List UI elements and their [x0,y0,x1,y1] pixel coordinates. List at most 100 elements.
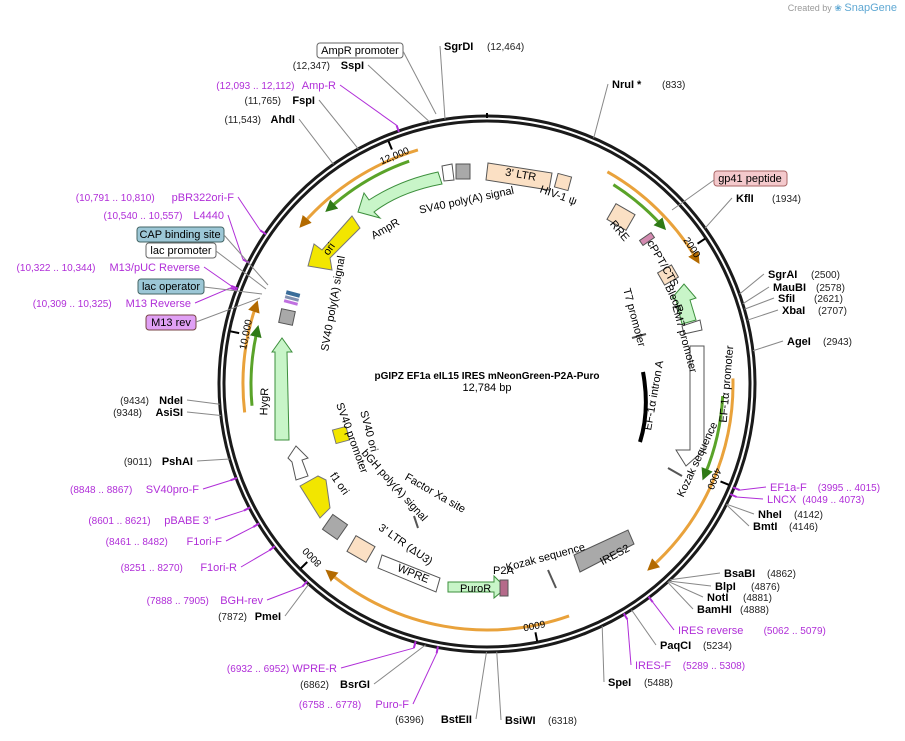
bgh-polya-shape [321,513,349,541]
site-ndei[interactable]: NdeI(9434) [120,395,220,407]
ef1a-intron-shape [638,371,648,443]
primer-f1ori-r[interactable]: F1ori-R(8251 .. 8270) [121,545,276,574]
primer-range: (6932 .. 6952) [227,664,289,675]
site-position: (12,347) [293,61,330,72]
sv40-polya-left-label: SV40 poly(A) signal [319,255,348,352]
site-position: (6396) [395,715,424,726]
site-nhei[interactable]: NheI(4142) [726,503,823,521]
primer-m13-puc-reverse[interactable]: M13/pUC Reverse(10,322 .. 10,344) [17,262,239,290]
site-maubi[interactable]: MauBI(2578) [742,282,845,305]
primer-leader [340,647,414,669]
primer-name: LNCX [767,494,797,506]
site-sspi[interactable]: SspI(12,347) [293,60,431,123]
site-leader [475,651,487,720]
site-name: PshAI [162,456,193,468]
primer-m13-reverse[interactable]: M13 Reverse(10,309 .. 10,325) [33,286,238,310]
primer-leader [626,619,632,666]
ampr-promoter-label: AmpR promoter [321,45,399,57]
site-bsrgi[interactable]: BsrGI(6862) [300,644,426,691]
site-leader [284,583,310,617]
puror-label: PuroR [460,583,491,595]
primer-range: (10,322 .. 10,344) [17,263,96,274]
primer-leader [652,601,675,631]
site-position: (11,765) [244,96,281,107]
site-nrui[interactable]: NruI *(833) [593,79,686,139]
primer-ires-reverse[interactable]: IRES reverse(5062 .. 5079) [647,595,826,637]
lac-operator-label-box[interactable]: lac operator [137,278,205,295]
site-position: (5234) [703,641,732,652]
site-pmei[interactable]: PmeI(7872) [218,583,310,623]
primer-wpre-r[interactable]: WPRE-R(6932 .. 6952) [227,641,417,675]
primer-lncx[interactable]: LNCX(4049 .. 4073) [729,493,864,506]
primer-ires-f[interactable]: IRES-F(5289 .. 5308) [622,612,745,672]
p2a-label: P2A [493,565,514,577]
site-leader [726,503,755,515]
site-fspi[interactable]: FspI(11,765) [244,95,359,150]
site-bsabi[interactable]: BsaBI(4862) [669,568,796,581]
site-noti[interactable]: NotI(4881) [668,580,772,604]
site-sgrdi[interactable]: SgrDI(12,464) [439,41,524,120]
f1-ori-arrow [299,475,331,519]
ltr-3-shape [485,162,553,191]
primer-range: (10,309 .. 10,325) [33,299,112,310]
lac-promoter-label-box[interactable]: lac promoter [145,242,217,259]
site-kfli[interactable]: KflI(1934) [704,193,801,229]
site-ahdi[interactable]: AhdI(11,543) [224,114,334,165]
site-bamhi[interactable]: BamHI(4888) [667,581,769,616]
credit-prefix: Created by [787,3,832,13]
site-name: BlpI [715,581,736,593]
site-blpi[interactable]: BlpI(4876) [668,580,780,593]
primer-pbabe-3[interactable]: pBABE 3'(8601 .. 8621) [88,506,251,527]
site-pshai[interactable]: PshAI (9011) [124,456,230,468]
primer-amp-r[interactable]: Amp-R(12,093 .. 12,112) [216,80,400,133]
cap-binding-site-label-box[interactable]: CAP binding site [136,226,225,243]
primer-name: SV40pro-F [146,484,199,496]
primer-ef1a-f[interactable]: EF1a-F(3995 .. 4015) [732,482,880,494]
site-name: PaqCI [660,640,691,652]
primer-pbr322ori-f[interactable]: pBR322ori-F(10,791 .. 10,810) [76,192,267,236]
tick-6000 [534,632,539,642]
primer-mark [268,545,276,552]
site-sfii[interactable]: SfiI(2621) [744,293,843,310]
primer-name: Amp-R [302,80,336,92]
site-leader [186,399,220,405]
primer-sv40pro-f[interactable]: SV40pro-F(8848 .. 8867) [70,476,238,496]
site-leader [186,411,221,417]
site-bsiwi[interactable]: BsiWI(6318) [496,651,577,727]
ltr-du3-shape [346,535,376,563]
primer-puro-f[interactable]: Puro-F(6758 .. 6778) [299,646,439,711]
site-name: BsrGI [340,679,370,691]
site-agei[interactable]: AgeI(2943) [752,336,852,352]
kozak-2-label: Kozak sequence [505,541,587,574]
site-leader [668,580,712,587]
tick-label: 10,000 [238,318,255,351]
site-asisi[interactable]: AsiSI(9348) [113,407,221,419]
primer-range: (5289 .. 5308) [683,661,745,672]
snapgene-credit[interactable]: Created by ❀ SnapGene [788,2,897,14]
site-leader [739,273,765,295]
site-sgrai[interactable]: SgrAI(2500) [739,269,840,295]
sv40-polya-top-shape [455,163,471,180]
tick-2000 [696,237,706,245]
ampr-promoter-label-box[interactable]: AmpR promoter [316,42,404,59]
site-bsteii[interactable]: BstEII (6396) [395,651,487,726]
site-bmti[interactable]: BmtI(4146) [725,504,818,533]
site-name: NotI [707,592,728,604]
site-name: BstEII [441,714,472,726]
site-position: (11,543) [224,115,261,126]
site-paqci[interactable]: PaqCI (5234) [631,609,732,652]
m13-rev-label-box[interactable]: M13 rev [145,314,197,331]
site-spei[interactable]: SpeI(5488) [601,625,673,689]
site-position: (2943) [823,337,852,348]
site-xbai[interactable]: XbaI(2707) [747,305,847,321]
site-position: (9011) [124,457,152,468]
primer-f1ori-f[interactable]: F1ori-F(8461 .. 8482) [106,522,260,548]
primer-bgh-rev[interactable]: BGH-rev(7888 .. 7905) [147,580,308,607]
primer-leader [227,214,244,260]
gp41-peptide-label-box[interactable]: gp41 peptide [713,170,788,187]
site-leader [667,581,694,610]
primer-range: (7888 .. 7905) [147,596,209,607]
hygr-label: HygR [258,388,271,416]
rre-shape [606,203,636,231]
